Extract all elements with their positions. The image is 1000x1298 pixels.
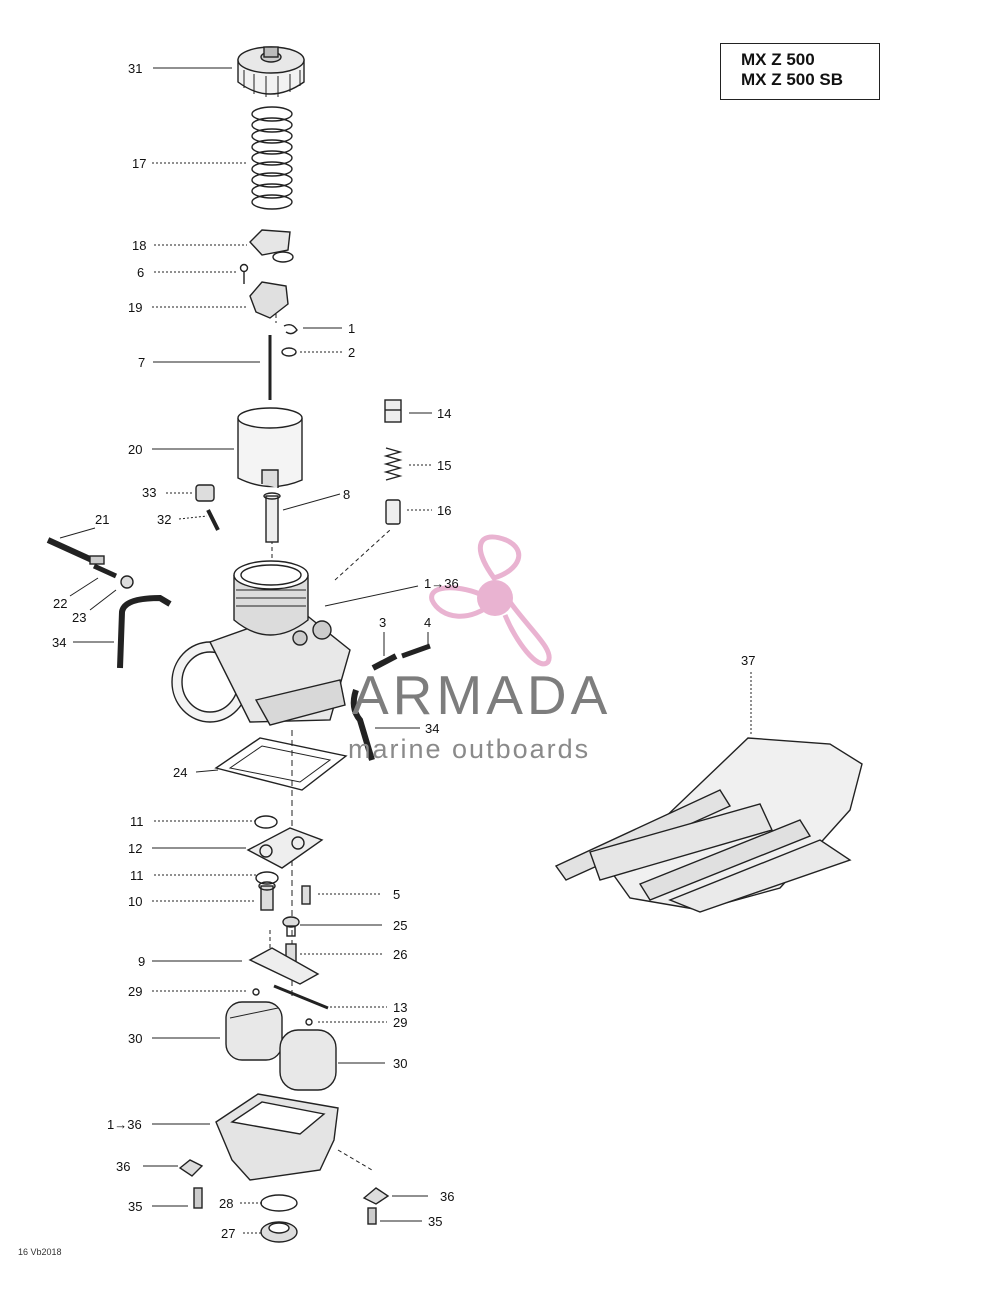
callout-30-left: 30 [128,1031,142,1046]
callout-30-right: 30 [393,1056,407,1071]
part-16-plunger [385,499,401,525]
callout-16: 16 [437,503,451,518]
watermark-propeller-logo [429,534,552,667]
part-carburetor-body [171,560,351,726]
callout-11-top: 11 [130,814,144,829]
callout-24: 24 [173,765,187,780]
callout-14: 14 [437,406,451,421]
part-37-tool-kit [554,737,863,913]
part-1-clip [283,323,298,335]
callout-15: 15 [437,458,451,473]
callout-labels: 31 17 18 6 19 1 2 7 14 15 20 16 33 8 32 … [52,61,755,1241]
callout-31: 31 [128,61,142,76]
callout-32: 32 [157,512,171,527]
callout-35-right: 35 [428,1214,442,1229]
callout-27: 27 [221,1226,235,1241]
part-18-plate [249,229,294,263]
part-19-holder [249,281,289,319]
callout-23: 23 [72,610,86,625]
callout-10: 10 [128,894,142,909]
callout-2: 2 [348,345,355,360]
callout-36-left: 36 [116,1159,130,1174]
callout-28: 28 [219,1196,233,1211]
model-label-box: MX Z 500 MX Z 500 SB [720,43,880,100]
part-36-plate-left [178,1159,204,1177]
part-35-screw-right [367,1207,377,1225]
part-10-main-jet [258,881,276,911]
callout-37: 37 [741,653,755,668]
part-29-screw-left [252,988,260,996]
part-13-pin [273,984,329,1010]
part-14-fitting [384,399,402,423]
watermark-title: ARMADA [352,664,612,726]
callout-12: 12 [128,841,142,856]
part-11-oring-top [254,815,278,829]
part-34-hose-right [350,689,375,761]
callout-9: 9 [138,954,145,969]
callout-7: 7 [138,355,145,370]
part-34-hose-left [117,594,172,669]
part-9-float-arm [248,947,320,985]
part-32-screw [206,509,220,531]
callout-25: 25 [393,918,407,933]
part-12-plate [246,827,324,869]
callout-17: 17 [132,156,146,171]
part-28-oring [260,1194,298,1212]
callout-1-36-bottom: 1→36 [107,1117,142,1132]
part-11-oring-bottom [255,871,279,885]
callout-6: 6 [137,265,144,280]
callout-1-36-top: 1→36 [424,576,459,591]
callout-20: 20 [128,442,142,457]
callout-18: 18 [132,238,146,253]
watermark-subtitle: marine outboards [348,734,591,764]
part-15-spring [383,447,403,481]
part-23-nut [120,575,134,589]
part-22-spring [92,563,118,579]
part-31-cap [237,46,305,97]
callout-34-right: 34 [425,721,439,736]
callout-1: 1 [348,321,355,336]
model-line-2: MX Z 500 SB [741,70,844,89]
callout-35-left: 35 [128,1199,142,1214]
part-36-plate-right [362,1187,390,1205]
carburetor-parts [46,46,863,1243]
callout-26: 26 [393,947,407,962]
callout-22: 22 [53,596,67,611]
part-30-float-right [279,1029,337,1091]
part-3-screw [371,653,398,671]
part-6-screw [239,263,249,284]
callout-21: 21 [95,512,109,527]
part-8-jet [263,492,281,543]
diagram-code: 16 Vb2018 [18,1247,62,1257]
part-29-screw-right [305,1018,313,1026]
callout-3: 3 [379,615,386,630]
callout-5: 5 [393,887,400,902]
part-21-screw [46,537,105,565]
part-25-jet [282,916,300,937]
part-30-float-left [225,1001,283,1061]
model-line-1: MX Z 500 [741,50,815,69]
callout-36-right: 36 [440,1189,454,1204]
part-5-pilot-jet [301,885,311,905]
part-17-spring [251,106,293,210]
part-33-cap [195,484,215,502]
part-24-gasket [214,737,348,791]
callout-34-left: 34 [52,635,66,650]
callout-4: 4 [424,615,431,630]
callout-11-bottom: 11 [130,868,144,883]
part-20-slide [237,407,303,488]
part-float-bowl [215,1093,339,1181]
callout-29-left: 29 [128,984,142,999]
callout-8: 8 [343,487,350,502]
part-2-washer [281,347,297,357]
part-4-screw [401,643,431,659]
callout-13: 13 [393,1000,407,1015]
callout-19: 19 [128,300,142,315]
part-27-plug [260,1221,298,1243]
part-35-screw-left [193,1187,203,1209]
callout-33: 33 [142,485,156,500]
callout-29-right: 29 [393,1015,407,1030]
